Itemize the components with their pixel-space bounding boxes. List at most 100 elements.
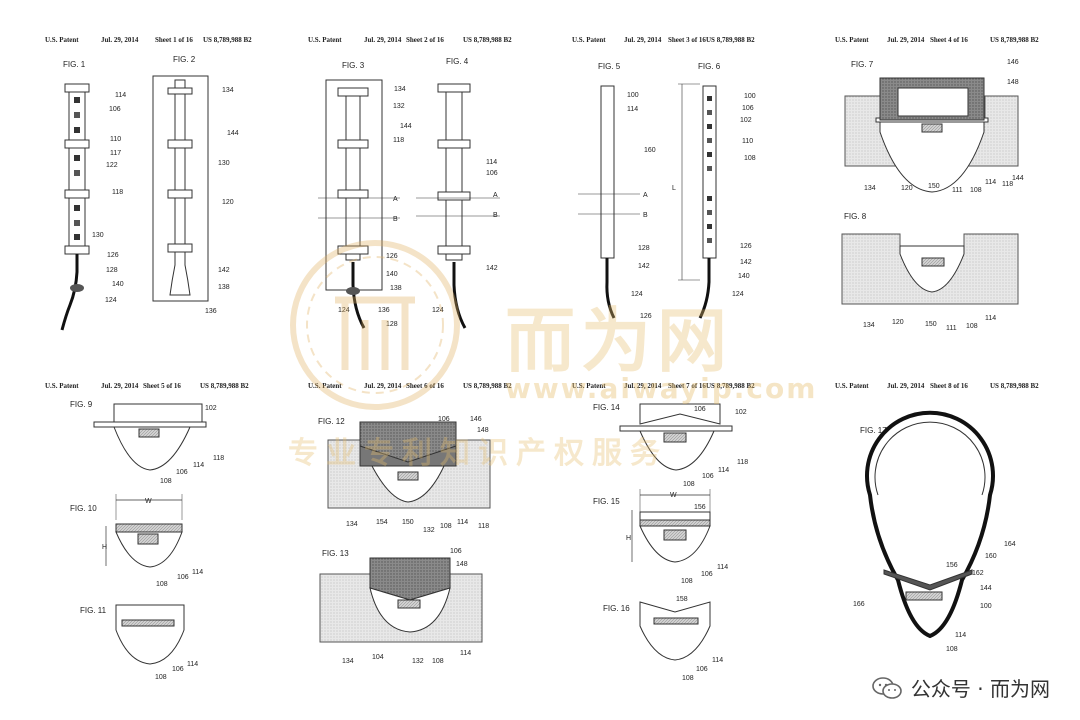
fig-4-refs: 114 106 A B 142 124 xyxy=(432,159,498,314)
fig-10-refs: W H 114 106 108 xyxy=(102,498,203,588)
patent-number: US 8,789,988 B2 xyxy=(990,36,1039,44)
fig-7-refs: 146 148 134 120 150 111 108 114 144 118 xyxy=(864,59,1024,194)
ref-label: 126 xyxy=(107,252,119,259)
ref-label: 142 xyxy=(486,265,498,272)
ref-label: 128 xyxy=(638,245,650,252)
fig-1-label: FIG. 1 xyxy=(63,60,86,69)
ref-label: B xyxy=(393,216,398,223)
fig-3-refs: 134 132 144 118 A B 126 140 138 124 136 … xyxy=(338,86,412,328)
sheet-number: Sheet 8 of 16 xyxy=(930,382,968,390)
ref-label: W xyxy=(145,498,152,505)
sheet-number: Sheet 7 of 16 xyxy=(668,382,706,390)
ref-label: 134 xyxy=(346,521,358,528)
footer-text: 公众号 · 而为网 xyxy=(910,677,1050,701)
ref-label: 108 xyxy=(155,674,167,681)
patent-number: US 8,789,988 B2 xyxy=(706,36,755,44)
ref-label: W xyxy=(670,492,677,499)
ref-label: 114 xyxy=(718,467,729,474)
patent-number: US 8,789,988 B2 xyxy=(203,36,252,44)
ref-label: 106 xyxy=(696,666,708,673)
ref-label: 111 xyxy=(952,187,963,194)
patent-date: Jul. 29, 2014 xyxy=(887,36,925,44)
patent-label: U.S. Patent xyxy=(45,36,79,44)
ref-label: 108 xyxy=(440,523,452,530)
fig-16-drawing xyxy=(639,601,711,661)
ref-label: 150 xyxy=(402,519,414,526)
ref-label: 106 xyxy=(450,548,462,555)
ref-label: 126 xyxy=(740,243,752,250)
ref-label: 164 xyxy=(1004,541,1016,548)
ref-label: 142 xyxy=(218,267,230,274)
ref-label: 118 xyxy=(213,455,224,462)
fig-6-refs: 100 106 102 110 108 L 126 142 140 124 xyxy=(672,93,756,298)
fig-7-drawing xyxy=(844,77,1019,193)
ref-label: 108 xyxy=(744,155,756,162)
ref-label: 156 xyxy=(946,562,958,569)
sheet-number: Sheet 6 of 16 xyxy=(406,382,444,390)
fig-5-label: FIG. 5 xyxy=(598,62,621,71)
fig-11-label: FIG. 11 xyxy=(80,606,107,615)
ref-label: 114 xyxy=(717,564,728,571)
sheet-number: Sheet 4 of 16 xyxy=(930,36,968,44)
ref-label: 160 xyxy=(985,553,997,560)
ref-label: 150 xyxy=(925,321,937,328)
fig-7-label: FIG. 7 xyxy=(851,60,874,69)
fig-9-label: FIG. 9 xyxy=(70,400,93,409)
patent-number: US 8,789,988 B2 xyxy=(990,382,1039,390)
fig-6-label: FIG. 6 xyxy=(698,62,721,71)
ref-label: 146 xyxy=(470,416,482,423)
ref-label: A xyxy=(493,192,498,199)
ref-label: 114 xyxy=(712,657,723,664)
ref-label: 166 xyxy=(853,601,865,608)
ref-label: 108 xyxy=(156,581,168,588)
fig-17-refs: 164 160 156 162 144 166 100 114 108 xyxy=(853,541,1016,653)
patent-number: US 8,789,988 B2 xyxy=(200,382,249,390)
ref-label: 132 xyxy=(423,527,435,534)
fig-11-drawing xyxy=(115,604,185,665)
ref-label: 138 xyxy=(218,284,230,291)
fig-17-drawing xyxy=(865,410,995,639)
ref-label: 144 xyxy=(1012,175,1024,182)
patent-label: U.S. Patent xyxy=(835,382,869,390)
fig-13-drawing xyxy=(319,557,483,643)
patent-label: U.S. Patent xyxy=(572,36,606,44)
wechat-icon xyxy=(872,676,902,699)
ref-label: 144 xyxy=(400,123,412,130)
ref-label: 114 xyxy=(985,179,996,186)
patent-date: Jul. 29, 2014 xyxy=(364,382,402,390)
ref-label: 106 xyxy=(742,105,754,112)
ref-label: 106 xyxy=(109,106,121,113)
fig-15-drawing xyxy=(631,489,711,563)
ref-label: 144 xyxy=(980,585,992,592)
ref-label: 106 xyxy=(177,574,189,581)
ref-label: H xyxy=(102,544,107,551)
ref-label: 106 xyxy=(438,416,450,423)
ref-label: 114 xyxy=(192,569,203,576)
watermark-logo xyxy=(290,240,460,410)
fig-2-refs: 134 144 130 120 142 138 136 xyxy=(205,87,239,315)
ref-label: 162 xyxy=(972,570,984,577)
fig-1-refs: 114 106 110 117 122 118 130 126 128 140 … xyxy=(92,92,126,304)
ref-label: 136 xyxy=(378,307,390,314)
watermark-text: 而为网 xyxy=(505,300,733,382)
watermark-tagline: 专业专利知识产权服务 xyxy=(288,436,668,471)
ref-label: 150 xyxy=(928,183,940,190)
ref-label: 106 xyxy=(486,170,498,177)
ref-label: B xyxy=(643,212,648,219)
ref-label: 134 xyxy=(863,322,875,329)
ref-label: 134 xyxy=(222,87,234,94)
ref-label: A xyxy=(393,196,398,203)
ref-label: 114 xyxy=(460,650,471,657)
ref-label: 140 xyxy=(738,273,750,280)
fig-2-drawing xyxy=(152,75,209,302)
fig-16-refs: 158 114 106 108 xyxy=(676,596,723,682)
ref-label: 102 xyxy=(735,409,747,416)
fig-10-drawing xyxy=(105,494,183,568)
ref-label: 114 xyxy=(187,661,198,668)
fig-12-drawing xyxy=(327,421,491,509)
patent-date: Jul. 29, 2014 xyxy=(624,36,662,44)
ref-label: 128 xyxy=(106,267,118,274)
ref-label: 132 xyxy=(393,103,405,110)
ref-label: 148 xyxy=(477,427,489,434)
ref-label: 100 xyxy=(627,92,639,99)
